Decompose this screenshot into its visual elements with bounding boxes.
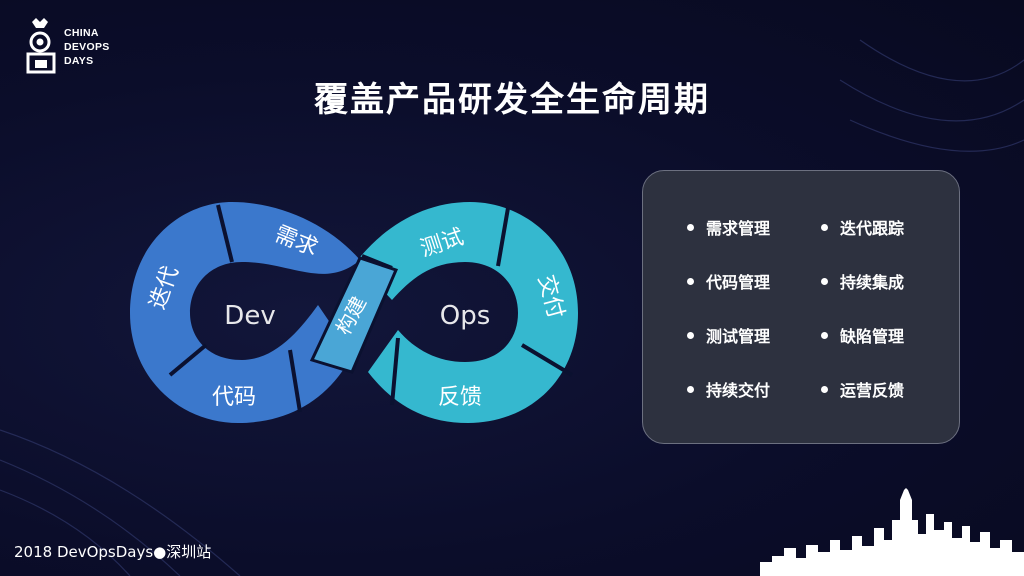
dev-label: Dev (224, 301, 275, 331)
stage-code: 代码 (212, 385, 256, 410)
dev-loop (130, 202, 360, 423)
bullet-icon (687, 332, 694, 339)
feature-item: 需求管理 (687, 215, 770, 239)
feature-item: 持续集成 (821, 269, 904, 293)
feature-item: 测试管理 (687, 323, 770, 347)
feature-panel: 需求管理 迭代跟踪 代码管理 持续集成 测试管理 缺陷管理 持续交付 运营反馈 (642, 170, 960, 444)
bullet-icon (821, 224, 828, 231)
feature-item: 持续交付 (687, 377, 770, 401)
logo-line-china: CHINA (64, 27, 99, 39)
bullet-icon (687, 224, 694, 231)
feature-item: 运营反馈 (821, 377, 904, 401)
bullet-icon (821, 332, 828, 339)
build-crossing-band (312, 258, 396, 372)
bullet-icon (687, 386, 694, 393)
stage-feedback: 反馈 (438, 385, 482, 410)
devops-days-emblem-icon (26, 18, 56, 74)
ops-loop-ring (356, 202, 578, 423)
ops-label: Ops (440, 301, 491, 331)
page-title: 覆盖产品研发全生命周期 (314, 80, 710, 120)
logo-text: CHINA DEVOPS DAYS (64, 26, 110, 68)
bullet-icon (821, 386, 828, 393)
china-devops-days-logo: CHINA DEVOPS DAYS (26, 14, 136, 76)
feature-item: 迭代跟踪 (821, 215, 904, 239)
bullet-icon (821, 278, 828, 285)
logo-line-devops: DEVOPS (64, 41, 110, 53)
event-footer: 2018 DevOpsDays●深圳站 (14, 543, 212, 561)
feature-item: 缺陷管理 (821, 323, 904, 347)
ops-loop (356, 202, 578, 423)
dev-loop-ring (130, 202, 360, 423)
ops-loop-seams (361, 207, 574, 406)
bullet-icon (687, 278, 694, 285)
logo-line-days: DAYS (64, 55, 94, 67)
feature-item: 代码管理 (687, 269, 770, 293)
dev-loop-seams (168, 204, 302, 413)
